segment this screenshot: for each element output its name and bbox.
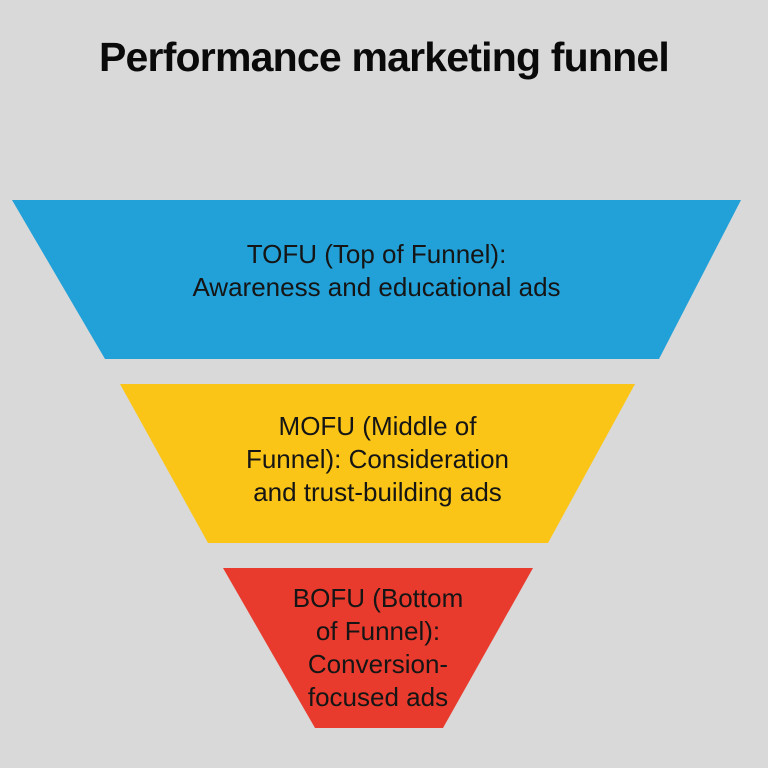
funnel-stage-tofu: TOFU (Top of Funnel): Awareness and educ… bbox=[12, 200, 741, 359]
funnel-stage-tofu-label: TOFU (Top of Funnel): Awareness and educ… bbox=[192, 238, 561, 302]
funnel-stage-bofu: BOFU (Bottom of Funnel): Conversion- foc… bbox=[223, 568, 533, 728]
funnel-stage-mofu: MOFU (Middle of Funnel): Consideration a… bbox=[120, 384, 635, 543]
page-title: Performance marketing funnel bbox=[99, 34, 670, 80]
funnel-stage-bofu-label: BOFU (Bottom of Funnel): Conversion- foc… bbox=[292, 583, 464, 712]
funnel-stage-mofu-label: MOFU (Middle of Funnel): Consideration a… bbox=[245, 411, 510, 507]
